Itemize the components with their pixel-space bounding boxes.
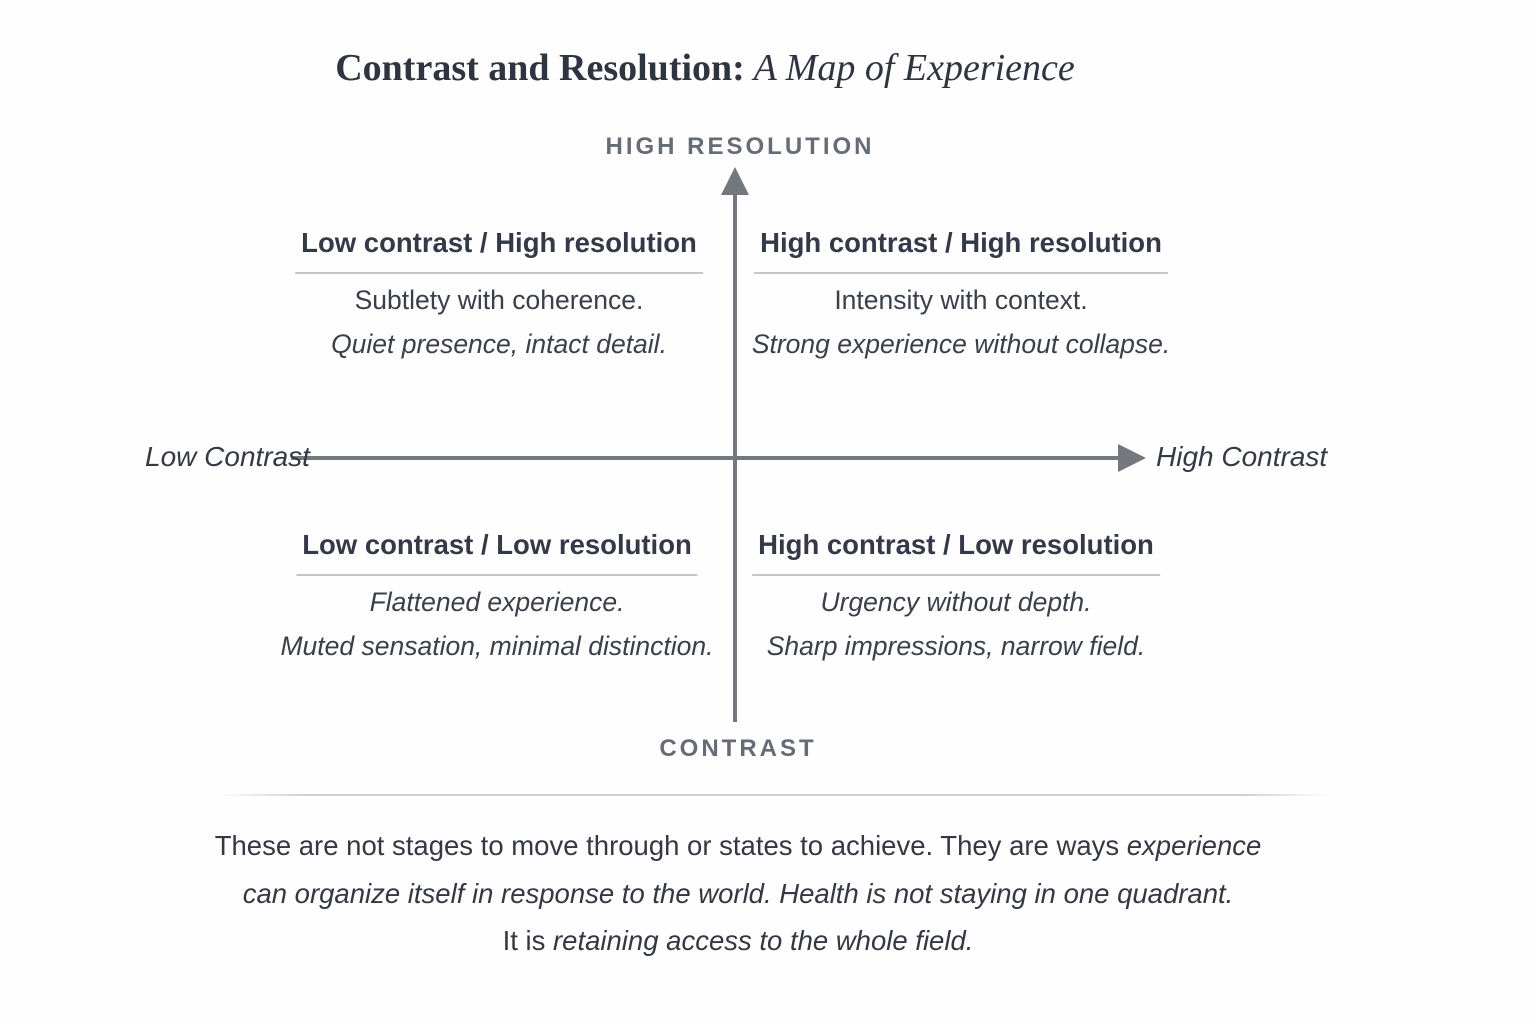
footer-note: These are not stages to move through or … — [215, 822, 1262, 965]
section-divider — [218, 794, 1330, 796]
y-axis-top-label: HIGH RESOLUTION — [605, 133, 875, 160]
quadrant-heading: High contrast / High resolution — [754, 227, 1168, 274]
quadrant-low-contrast-high-resolution: Low contrast / High resolution Subtlety … — [295, 227, 703, 366]
quadrant-line2: Quiet presence, intact detail. — [331, 329, 667, 359]
x-axis-arrowhead-icon — [1118, 444, 1146, 472]
y-axis-bottom-label: CONTRAST — [659, 735, 817, 762]
footer-line-1-regular: These are not stages to move through or … — [214, 830, 1127, 861]
quadrant-heading: High contrast / Low resolution — [752, 529, 1160, 576]
footer-line-2: can organize itself in response to the w… — [242, 877, 1234, 909]
footer-line-3-regular: It is — [502, 925, 554, 956]
quadrant-high-contrast-low-resolution: High contrast / Low resolution Urgency w… — [752, 529, 1160, 668]
quadrant-line2: Strong experience without collapse. — [751, 329, 1171, 359]
quadrant-line1: Subtlety with coherence. — [354, 285, 644, 315]
page-title: Contrast and Resolution: A Map of Experi… — [335, 46, 1075, 90]
y-axis-arrowhead-icon — [721, 167, 749, 195]
quadrant-line1: Flattened experience. — [369, 587, 625, 617]
quadrant-high-contrast-high-resolution: High contrast / High resolution Intensit… — [752, 227, 1170, 366]
footer-line-3: It is retaining access to the whole fiel… — [215, 917, 1262, 965]
quadrant-heading: Low contrast / Low resolution — [296, 529, 698, 576]
quadrant-line1: Urgency without depth. — [820, 587, 1092, 617]
quadrant-line2: Muted sensation, minimal distinction. — [280, 631, 714, 661]
quadrant-heading: Low contrast / High resolution — [295, 227, 703, 274]
quadrant-low-contrast-low-resolution: Low contrast / Low resolution Flattened … — [280, 529, 713, 668]
quadrant-line2: Sharp impressions, narrow field. — [766, 631, 1146, 661]
quadrant-line1: Intensity with context. — [834, 285, 1088, 315]
page-title-main: Contrast and Resolution: — [335, 47, 745, 89]
footer-line-1: These are not stages to move through or … — [215, 822, 1262, 870]
footer-line-3-italic: retaining access to the whole field. — [553, 925, 974, 956]
x-axis-right-label: High Contrast — [1156, 441, 1328, 472]
footer-line-1-italic: experience — [1126, 830, 1262, 861]
page-title-subtitle: A Map of Experience — [744, 47, 1075, 89]
x-axis-left-label: Low Contrast — [145, 441, 310, 472]
x-axis-line — [291, 456, 1121, 460]
